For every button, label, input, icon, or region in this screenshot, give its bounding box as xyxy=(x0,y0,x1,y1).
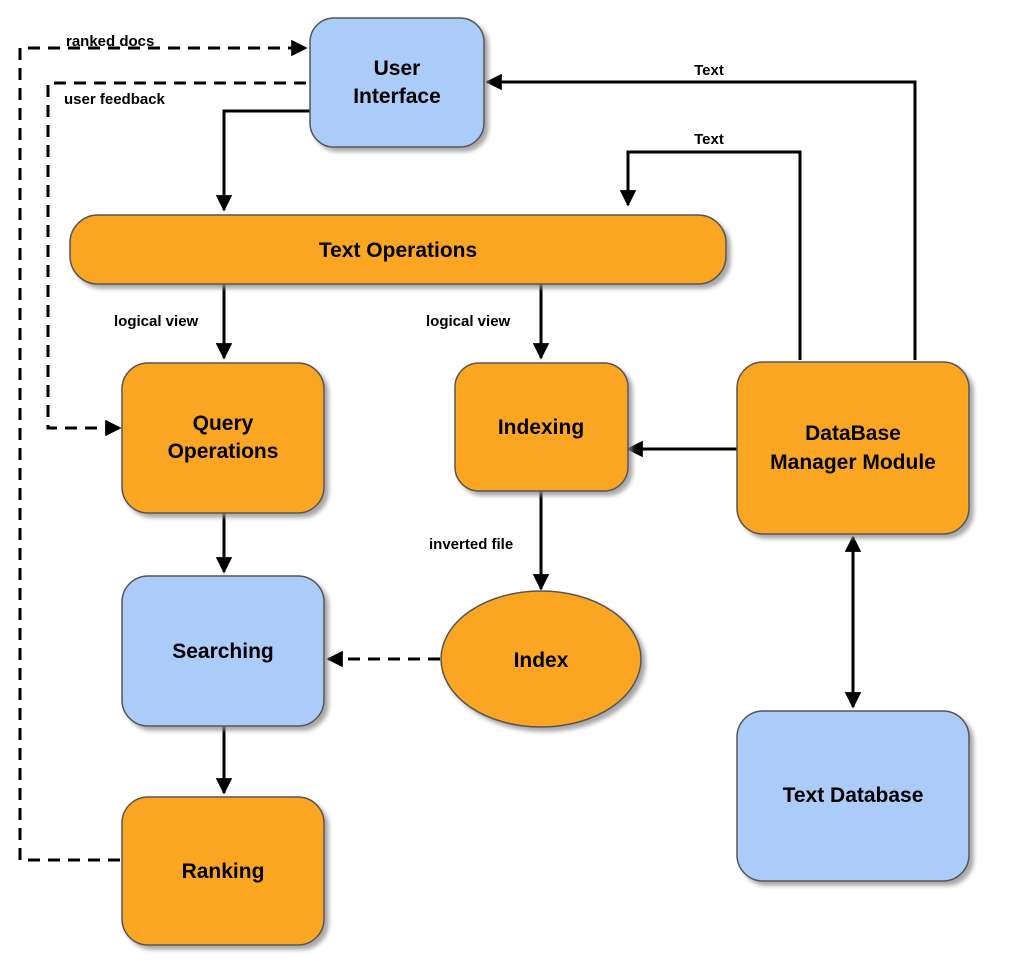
node-query-operations: Query Operations xyxy=(121,362,325,514)
node-user-interface-label: User xyxy=(374,57,421,80)
node-text-database: Text Database xyxy=(736,710,970,882)
label-user-feedback: user feedback xyxy=(64,91,166,108)
label-logical-view-indexing: logical view xyxy=(426,313,511,330)
edges xyxy=(18,39,917,862)
nodes: User Interface Text Operations Query Ope… xyxy=(69,17,970,946)
node-searching-label: Searching xyxy=(172,640,274,663)
node-query-operations-label: Query xyxy=(193,412,254,435)
label-text-to-text-operations: Text xyxy=(694,131,724,148)
label-logical-view-query: logical view xyxy=(114,313,199,330)
node-dbms: DataBase Manager Module xyxy=(736,361,970,535)
label-ranked-docs: ranked docs xyxy=(66,33,154,50)
node-text-operations-box xyxy=(69,214,727,285)
node-index-ellipse xyxy=(440,590,642,728)
edge-ui-to-text-operations xyxy=(215,109,310,212)
node-query-operations-box xyxy=(121,362,325,514)
label-text-to-ui: Text xyxy=(694,62,724,79)
node-ranking: Ranking xyxy=(121,796,325,946)
node-text-operations-label: Text Operations xyxy=(319,239,477,262)
node-dbms-label-2: Manager Module xyxy=(770,451,936,474)
label-inverted-file: inverted file xyxy=(429,536,513,553)
node-text-database-box xyxy=(736,710,970,882)
node-indexing: Indexing xyxy=(454,362,629,492)
node-user-interface-label-2: Interface xyxy=(353,85,441,108)
node-searching-box xyxy=(121,575,325,727)
node-ranking-label: Ranking xyxy=(182,860,265,883)
node-index-label: Index xyxy=(514,649,569,672)
node-indexing-label: Indexing xyxy=(498,416,584,439)
node-user-interface: User Interface xyxy=(309,17,485,148)
edge-labels: ranked docs user feedback Text Text logi… xyxy=(64,33,724,553)
edge-user-feedback xyxy=(46,81,306,437)
edge-ranked-docs xyxy=(18,39,308,862)
node-user-interface-box xyxy=(309,17,485,148)
node-query-operations-label-2: Operations xyxy=(168,440,279,463)
node-index: Index xyxy=(440,590,642,728)
edge-db-to-text-operations xyxy=(619,150,802,360)
node-text-database-label: Text Database xyxy=(783,784,924,807)
node-dbms-box xyxy=(736,361,970,535)
node-indexing-box xyxy=(454,362,629,492)
node-ranking-box xyxy=(121,796,325,946)
edge-db-to-ui-text xyxy=(485,73,917,360)
node-text-operations: Text Operations xyxy=(69,214,727,285)
node-searching: Searching xyxy=(121,575,325,727)
node-dbms-label: DataBase xyxy=(805,422,901,445)
